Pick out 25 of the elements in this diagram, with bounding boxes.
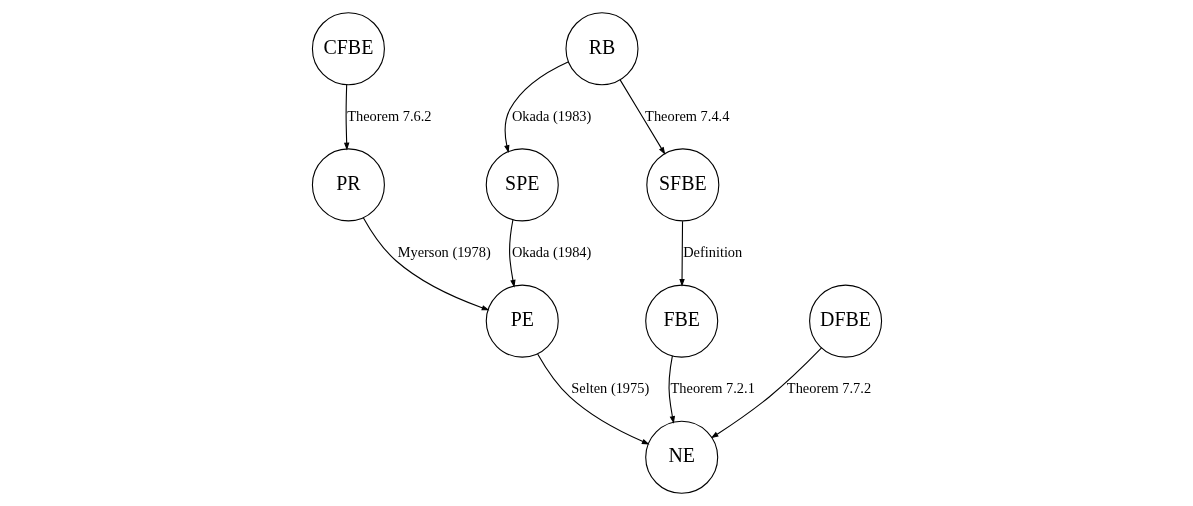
arrow	[503, 61, 569, 153]
edge-label: Theorem 7.2.1	[670, 379, 755, 396]
edge-label: Theorem 7.7.2	[786, 379, 871, 396]
arrow	[362, 217, 489, 311]
node-circle: PR	[311, 148, 385, 222]
node-circle: CFBE	[311, 12, 385, 86]
edge-label: Definition	[682, 243, 742, 260]
node-circle: PE	[485, 284, 559, 358]
arrow	[668, 355, 675, 424]
edge-label: Okada (1984)	[511, 243, 591, 260]
node-circle: FBE	[644, 284, 718, 358]
edge-label: Myerson (1978)	[397, 243, 491, 260]
arrow	[710, 347, 822, 439]
arrow	[343, 84, 349, 151]
arrow	[536, 353, 650, 445]
node-circle: DFBE	[808, 284, 882, 358]
edge-label: Selten (1975)	[570, 379, 649, 396]
node-circle: RB	[564, 12, 639, 86]
edge-label: Theorem 7.4.4	[644, 107, 729, 124]
node-circle: SPE	[485, 148, 559, 222]
arrow	[508, 219, 516, 288]
arrow	[619, 79, 665, 155]
arrow	[678, 220, 685, 287]
edge-label: Okada (1983)	[511, 107, 591, 124]
edge-label: Theorem 7.6.2	[346, 107, 431, 124]
